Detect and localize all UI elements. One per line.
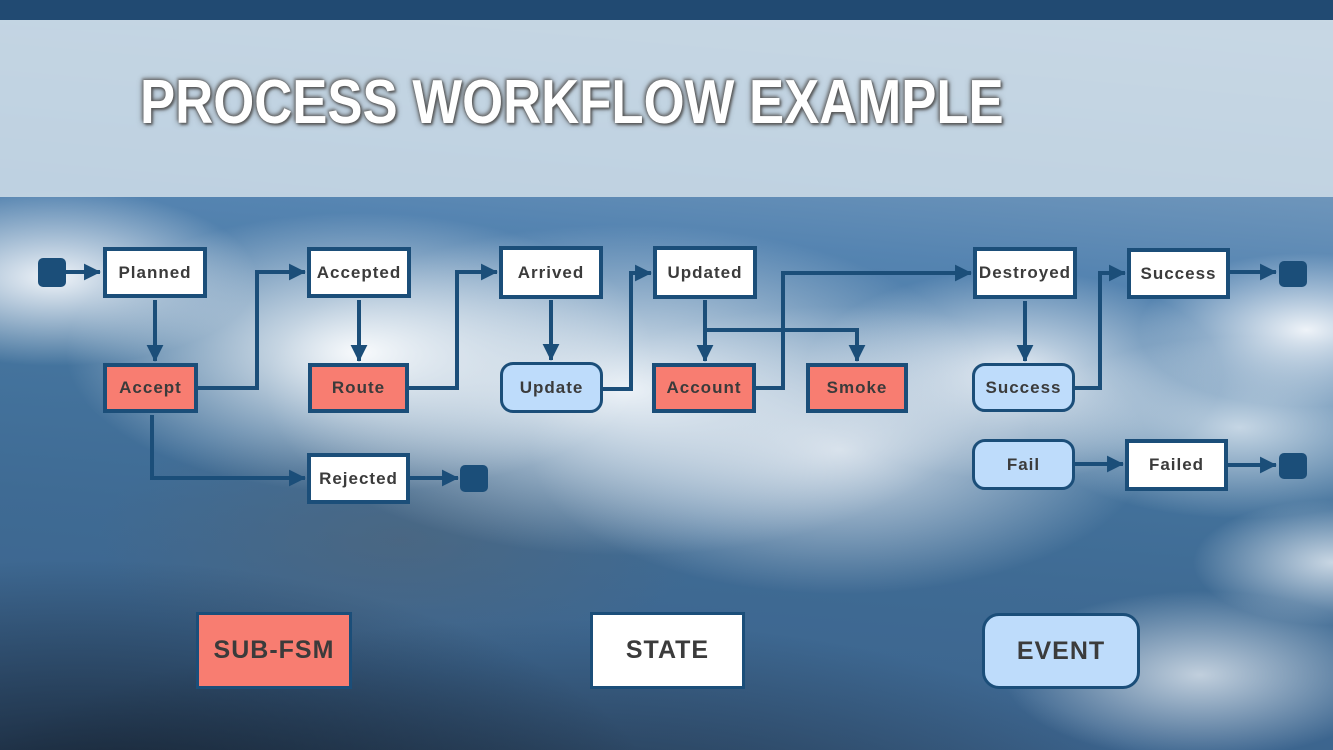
node-account: Account <box>652 363 756 413</box>
page-title: PROCESS WORKFLOW EXAMPLE <box>140 68 1004 137</box>
node-update: Update <box>500 362 603 413</box>
node-rejected: Rejected <box>307 453 410 504</box>
legend-state: STATE <box>590 612 745 689</box>
legend-event: EVENT <box>982 613 1140 689</box>
node-accept: Accept <box>103 363 198 413</box>
node-failed: Failed <box>1125 439 1228 491</box>
node-smoke: Smoke <box>806 363 908 413</box>
node-success-state: Success <box>1127 248 1230 299</box>
node-success-event: Success <box>972 363 1075 412</box>
node-planned: Planned <box>103 247 207 298</box>
node-accepted: Accepted <box>307 247 411 298</box>
node-destroyed: Destroyed <box>973 247 1077 299</box>
node-route: Route <box>308 363 409 413</box>
start-marker <box>38 258 66 287</box>
legend-subfsm: SUB-FSM <box>196 612 352 689</box>
end-marker-failed <box>1279 453 1307 479</box>
title-band <box>0 20 1333 197</box>
node-fail: Fail <box>972 439 1075 490</box>
top-accent-bar <box>0 0 1333 20</box>
end-marker-success <box>1279 261 1307 287</box>
node-updated: Updated <box>653 246 757 299</box>
end-marker-rejected <box>460 465 488 492</box>
node-arrived: Arrived <box>499 246 603 299</box>
